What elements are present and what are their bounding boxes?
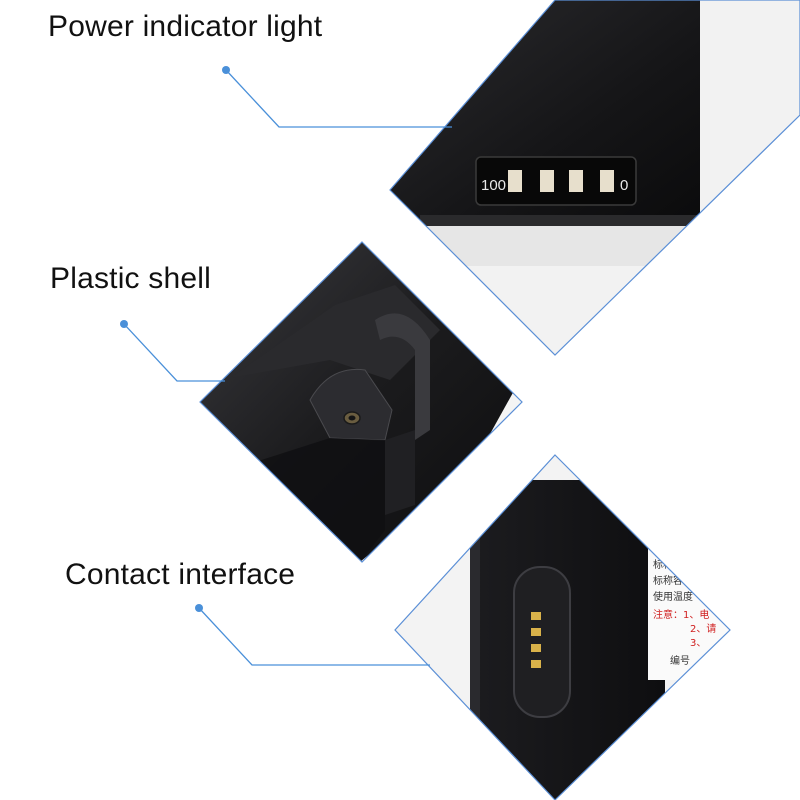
power-callout-line (222, 66, 452, 128)
indicator-low-label: 0 (620, 177, 628, 194)
contact-pin-4 (531, 660, 541, 668)
led-segment-2 (540, 170, 554, 192)
sticker-note-2: 2、请 (690, 622, 716, 635)
contact-interface-panel: 标称 标称容 使用温度 注意：1、电 2、请 3、 编号 (394, 454, 731, 800)
sticker-note-1: 注意：1、电 (653, 608, 709, 621)
contact-pin-3 (531, 644, 541, 652)
contact-interface-label: Contact interface (65, 558, 296, 591)
battery-level-indicator: 100 0 (475, 156, 637, 206)
sticker-line-2: 标称容 (653, 574, 683, 587)
led-segment-4 (600, 170, 614, 192)
product-label-sticker: 标称 标称容 使用温度 注意：1、电 2、请 3、 编号 (648, 545, 730, 680)
led-segment-1 (508, 170, 522, 192)
sticker-serial: 编号 (670, 654, 690, 667)
contact-callout-line (195, 604, 430, 666)
sticker-note-3: 3、 (690, 638, 706, 649)
sticker-line-3: 使用温度 (653, 590, 693, 603)
sticker-line-1: 标称 (653, 558, 673, 571)
indicator-high-label: 100 (481, 177, 506, 194)
contact-pin-1 (531, 612, 541, 620)
shell-callout-line (120, 320, 225, 382)
power-indicator-panel: 100 0 (389, 0, 800, 356)
power-indicator-label: Power indicator light (48, 10, 323, 43)
plastic-shell-panel (199, 241, 523, 563)
contact-pin-2 (531, 628, 541, 636)
led-segment-3 (569, 170, 583, 192)
plastic-shell-label: Plastic shell (50, 262, 211, 295)
contact-pad (513, 566, 571, 718)
